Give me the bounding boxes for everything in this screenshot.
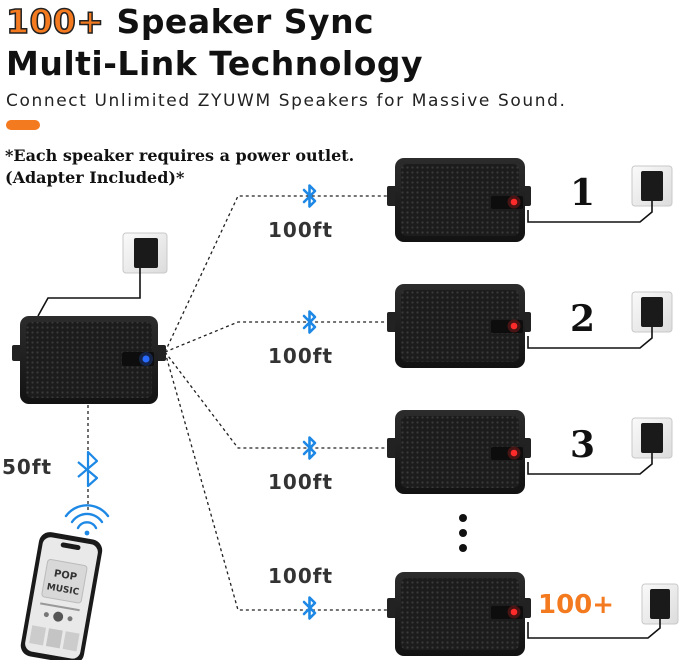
speaker-label-1: 1: [570, 172, 596, 214]
power-note: *Each speaker requires a power outlet. (…: [5, 145, 354, 189]
accent-bar: [6, 120, 40, 130]
outlet-1: [527, 165, 673, 223]
distance-label-4: 100ft: [268, 564, 334, 588]
speaker-3: [387, 410, 531, 494]
main-outlet: [37, 232, 168, 317]
bluetooth-icon: [302, 596, 317, 620]
distance-label-3: 100ft: [268, 470, 334, 494]
phone-bluetooth-icon: [77, 450, 99, 488]
outlet-100: [527, 583, 679, 639]
speaker-1: [387, 158, 531, 242]
speaker-100: [387, 572, 531, 656]
power-note-line1: *Each speaker requires a power outlet.: [5, 146, 355, 165]
speaker-2: [387, 284, 531, 368]
distance-label-1: 100ft: [268, 218, 334, 242]
power-note-line2: (Adapter Included)*: [5, 168, 185, 187]
outlet-2: [527, 291, 673, 349]
link-line-4: [164, 351, 395, 611]
link-line-2: [164, 321, 395, 353]
album-text-top: POP: [53, 568, 78, 583]
link-line-3: [164, 351, 395, 449]
title-line1-rest: Speaker Sync: [116, 2, 375, 41]
page-title-line1: 100+ Speaker Sync: [5, 1, 375, 42]
distance-label-2: 100ft: [268, 344, 334, 368]
main-speaker: [12, 316, 166, 404]
phone: POP MUSIC: [20, 504, 110, 660]
page-subtitle: Connect Unlimited ZYUWM Speakers for Mas…: [6, 91, 567, 111]
page-title-line2: Multi-Link Technology: [6, 44, 424, 83]
link-line-1: [164, 195, 395, 353]
more-speakers-ellipsis: [459, 514, 467, 552]
speaker-label-2: 2: [570, 298, 596, 340]
speaker-label-100: 100+: [538, 590, 615, 620]
speaker-label-3: 3: [570, 424, 596, 466]
outlet-3: [527, 417, 673, 475]
title-accent: 100+: [5, 1, 105, 42]
wifi-signal-icon: [64, 504, 110, 536]
link-lines: [87, 195, 395, 611]
phone-distance-label: 50ft: [2, 455, 53, 479]
